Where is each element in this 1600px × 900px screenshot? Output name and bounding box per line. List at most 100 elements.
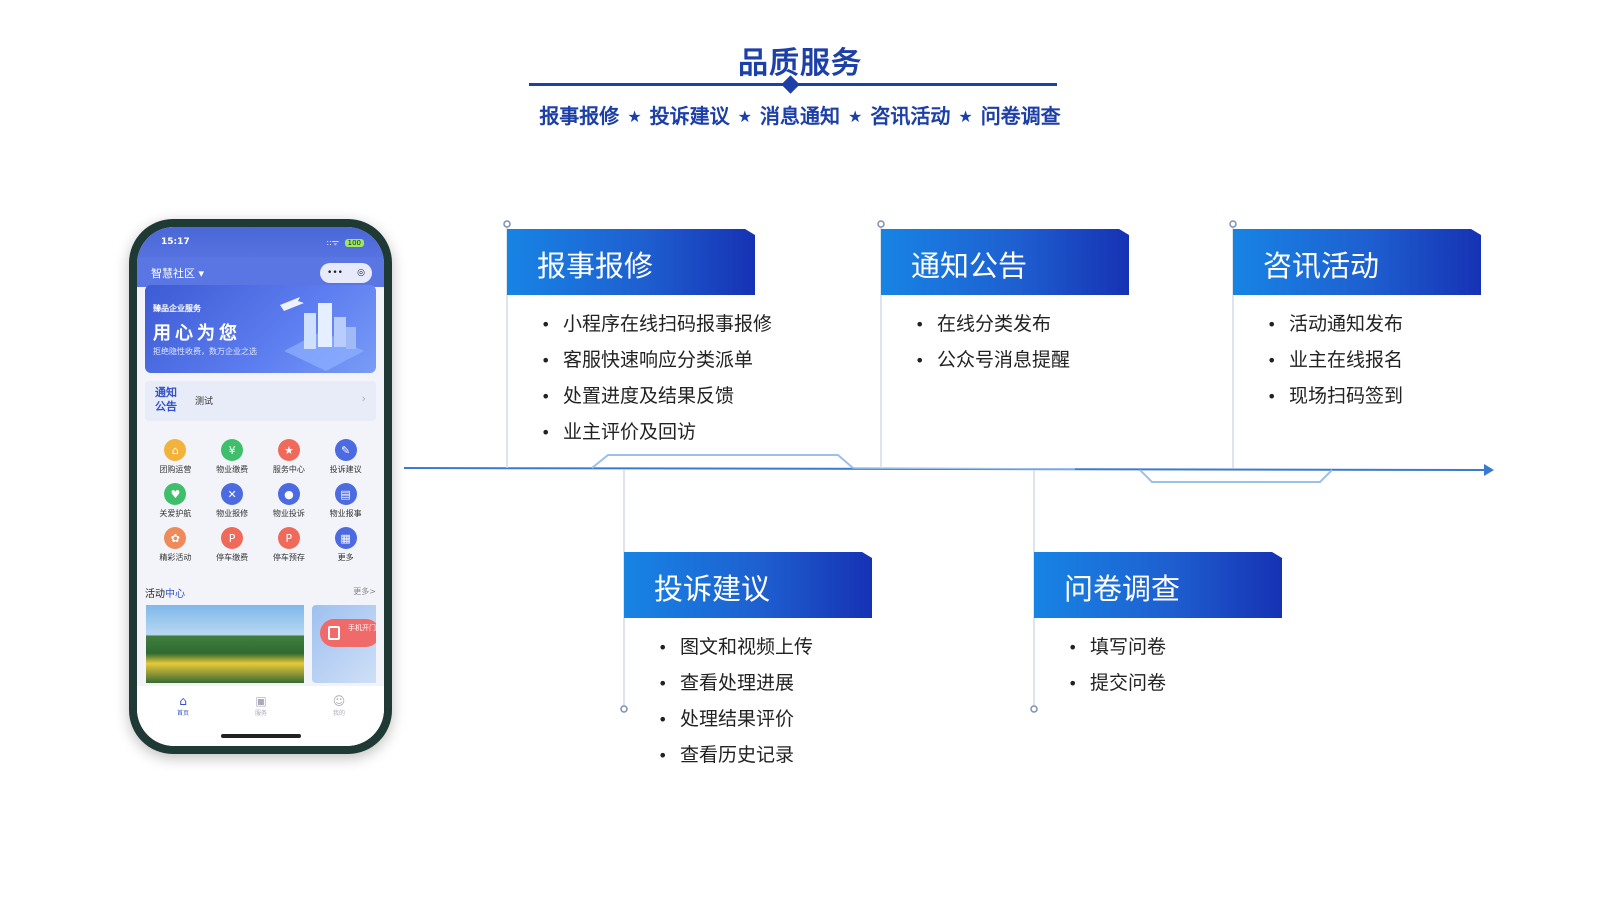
- activity-title: 活动中心: [145, 585, 185, 600]
- activity-more-link[interactable]: 更多>: [353, 587, 376, 596]
- community-selector[interactable]: 智慧社区 ▾: [151, 267, 205, 280]
- profile-icon: ☺: [332, 694, 346, 708]
- service-grid-item[interactable]: ¥物业缴费: [204, 439, 261, 475]
- service-grid-label: 服务中心: [272, 465, 305, 474]
- subtitle-item: 投诉建议: [649, 104, 730, 128]
- list-item: 查看处理进展: [658, 665, 813, 701]
- tab-home[interactable]: ⌂ 首页: [163, 694, 203, 717]
- subtitle-item: 问卷调查: [980, 104, 1061, 128]
- card-title-survey: 问卷调查: [1034, 552, 1282, 618]
- city-illustration-icon: [280, 297, 364, 371]
- service-grid-label: 物业投诉: [272, 509, 305, 518]
- subtitle-item: 报事报修: [539, 104, 620, 128]
- card-title-notice: 通知公告: [881, 229, 1129, 295]
- card-title-complaint: 投诉建议: [624, 552, 872, 618]
- banner-tag: 臻品企业服务: [153, 304, 201, 313]
- list-item: 客服快速响应分类派单: [541, 342, 772, 378]
- service-grid-item[interactable]: ▦更多: [317, 527, 374, 563]
- grid-icon: ▦: [334, 527, 357, 549]
- pay-icon: ¥: [221, 439, 244, 461]
- star-icon: ★: [627, 107, 642, 126]
- service-grid-label: 物业报事: [329, 509, 362, 518]
- page-title: 品质服务: [738, 46, 862, 81]
- user-icon: ●: [277, 483, 300, 505]
- wrench-icon: ✕: [221, 483, 244, 505]
- service-grid-item[interactable]: ✕物业报修: [204, 483, 261, 519]
- service-grid-item[interactable]: P 停车预存: [261, 527, 318, 563]
- phone-screen: 15:17 ::ᯤ 100 智慧社区 ▾ ••• ◎ 臻品企业服务 用心为您 拒…: [137, 227, 384, 746]
- parking-pay-icon: P: [221, 527, 244, 549]
- close-icon[interactable]: ◎: [357, 268, 365, 278]
- chevron-right-icon: ›: [361, 392, 366, 405]
- card-items-activity: 活动通知发布 业主在线报名 现场扫码签到: [1267, 306, 1403, 414]
- list-item: 现场扫码签到: [1267, 378, 1403, 414]
- parking-save-icon: P: [277, 527, 300, 549]
- service-grid-label: 停车预存: [272, 553, 305, 562]
- star-icon: ★: [277, 439, 300, 461]
- list-item: 公众号消息提醒: [915, 342, 1070, 378]
- service-grid-item[interactable]: ⌂ 团购运营: [147, 439, 204, 475]
- activity-photo-secondary[interactable]: 手机开门: [312, 605, 376, 683]
- star-icon: ★: [958, 107, 973, 126]
- service-grid-item[interactable]: ✿精彩活动: [147, 527, 204, 563]
- branch-node: [620, 705, 628, 713]
- subtitle-item: 咨讯活动: [870, 104, 951, 128]
- service-grid-item[interactable]: ▤物业报事: [317, 483, 374, 519]
- shop-icon: ⌂: [164, 439, 187, 461]
- timeline-trace: [591, 454, 854, 469]
- list-item: 业主评价及回访: [541, 414, 772, 450]
- open-door-label: 手机开门: [348, 624, 376, 632]
- card-title-report-repair: 报事报修: [507, 229, 755, 295]
- home-indicator: [221, 734, 301, 738]
- service-grid-label: 投诉建议: [329, 465, 362, 474]
- tab-label: 我的: [332, 710, 345, 717]
- signal-icon: ::ᯤ: [326, 238, 340, 247]
- branch-node: [877, 220, 885, 228]
- home-icon: ⌂: [179, 694, 187, 708]
- list-item: 活动通知发布: [1267, 306, 1403, 342]
- door-icon: [328, 626, 340, 640]
- list-item: 业主在线报名: [1267, 342, 1403, 378]
- tab-mine[interactable]: ☺ 我的: [319, 694, 359, 717]
- list-item: 处置进度及结果反馈: [541, 378, 772, 414]
- mini-program-capsule: ••• ◎: [320, 263, 372, 283]
- list-item: 填写问卷: [1068, 629, 1166, 665]
- subtitle-item: 消息通知: [760, 104, 840, 128]
- subtitle: 报事报修 ★ 投诉建议 ★ 消息通知 ★ 咨讯活动 ★ 问卷调查: [0, 100, 1600, 129]
- care-icon: ♥: [164, 483, 187, 505]
- branch-node: [503, 220, 511, 228]
- phone-mockup: 15:17 ::ᯤ 100 智慧社区 ▾ ••• ◎ 臻品企业服务 用心为您 拒…: [129, 219, 392, 754]
- battery-icon: 100: [344, 239, 364, 247]
- promo-banner[interactable]: 臻品企业服务 用心为您 拒绝隐性收费，数万企业之选: [145, 285, 376, 373]
- star-icon: ★: [848, 107, 863, 126]
- service-grid-item[interactable]: ● 物业投诉: [261, 483, 318, 519]
- star-icon: ★: [737, 107, 752, 126]
- doc-icon: ✎: [334, 439, 357, 461]
- list-item: 提交问卷: [1068, 665, 1166, 701]
- timeline-arrowhead: [1484, 464, 1494, 476]
- service-grid-item[interactable]: ♥ 关爱护航: [147, 483, 204, 519]
- card-items-report-repair: 小程序在线扫码报事报修 客服快速响应分类派单 处置进度及结果反馈 业主评价及回访: [541, 306, 772, 450]
- list-item: 处理结果评价: [658, 701, 813, 737]
- open-door-button[interactable]: 手机开门: [320, 619, 376, 647]
- service-grid-label: 关爱护航: [159, 509, 192, 518]
- list-item: 图文和视频上传: [658, 629, 813, 665]
- service-grid-item[interactable]: ★ 服务中心: [261, 439, 318, 475]
- service-grid-label: 团购运营: [159, 465, 192, 474]
- status-icons: ::ᯤ 100: [326, 237, 364, 248]
- service-grid-label: 停车缴费: [216, 553, 249, 562]
- service-grid-item[interactable]: P 停车缴费: [204, 527, 261, 563]
- notice-bar[interactable]: 通知公告 测试 ›: [145, 381, 376, 421]
- branch-node: [1229, 220, 1237, 228]
- timeline-trace: [852, 467, 1076, 470]
- more-icon[interactable]: •••: [327, 268, 343, 278]
- activity-header: 活动中心 更多>: [145, 585, 376, 600]
- activity-icon: ✿: [164, 527, 187, 549]
- service-grid-item[interactable]: ✎ 投诉建议: [317, 439, 374, 475]
- tab-label: 服务: [254, 710, 267, 717]
- card-title-activity: 咨讯活动: [1233, 229, 1481, 295]
- card-items-complaint: 图文和视频上传 查看处理进展 处理结果评价 查看历史记录: [658, 629, 813, 773]
- tab-service[interactable]: ▣ 服务: [241, 694, 281, 717]
- service-grid: ⌂ 团购运营 ¥物业缴费 ★ 服务中心 ✎ 投诉建议 ♥ 关爱护航 ✕物业报修 ● 物业投诉 ▤物业报事…: [147, 439, 374, 563]
- activity-photo[interactable]: [146, 605, 304, 683]
